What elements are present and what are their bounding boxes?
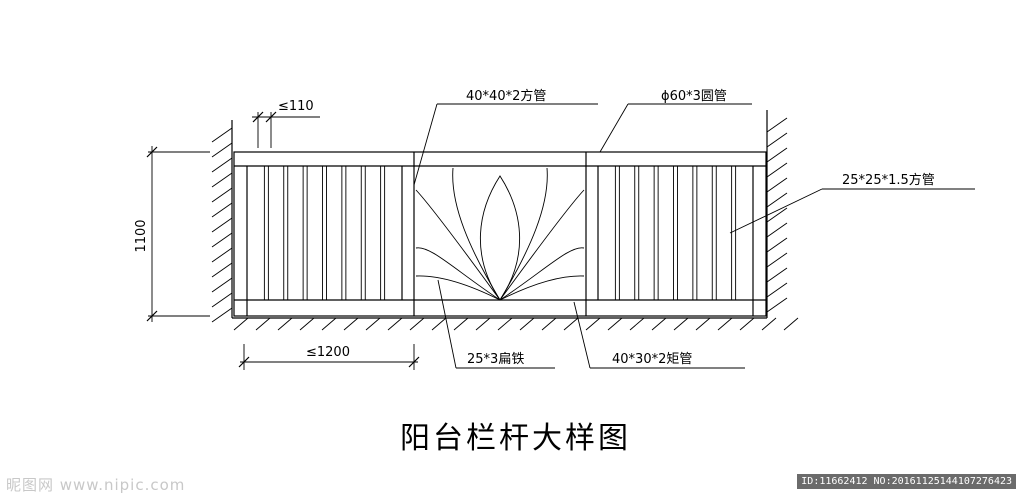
- right-wall: [766, 110, 788, 318]
- panel-width-dimension: ≤1200: [238, 344, 420, 370]
- svg-text:25*25*1.5方管: 25*25*1.5方管: [842, 172, 935, 188]
- left-wall: [211, 120, 233, 323]
- floor-slab: [232, 317, 799, 331]
- svg-text:40*40*2方管: 40*40*2方管: [466, 88, 546, 104]
- callout-flat-iron: 25*3扁铁: [437, 279, 555, 369]
- svg-text:40*30*2矩管: 40*30*2矩管: [612, 352, 692, 367]
- svg-text:25*3扁铁: 25*3扁铁: [467, 352, 524, 367]
- picket-spacing-dimension: ≤110: [252, 99, 320, 148]
- watermark-id: ID:11662412 NO:20161125144107276423: [797, 474, 1016, 489]
- callout-round-tube: ϕ60*3圆管: [599, 89, 752, 153]
- height-dimension: 1100: [134, 146, 210, 322]
- callout-square-tube-25: 25*25*1.5方管: [729, 172, 975, 234]
- panel-width-label: ≤1200: [306, 345, 350, 360]
- svg-text:ϕ60*3圆管: ϕ60*3圆管: [661, 89, 727, 104]
- center-ornament: [415, 167, 585, 301]
- pickets: [263, 166, 737, 300]
- callout-square-tube-40: 40*40*2方管: [413, 88, 598, 186]
- picket-spacing-label: ≤110: [278, 99, 314, 114]
- height-dimension-label: 1100: [134, 219, 149, 252]
- callout-rect-tube: 40*30*2矩管: [573, 301, 745, 369]
- drawing-title: 阳台栏杆大样图: [400, 421, 631, 456]
- watermark-site: 昵图网 www.nipic.com: [6, 476, 186, 494]
